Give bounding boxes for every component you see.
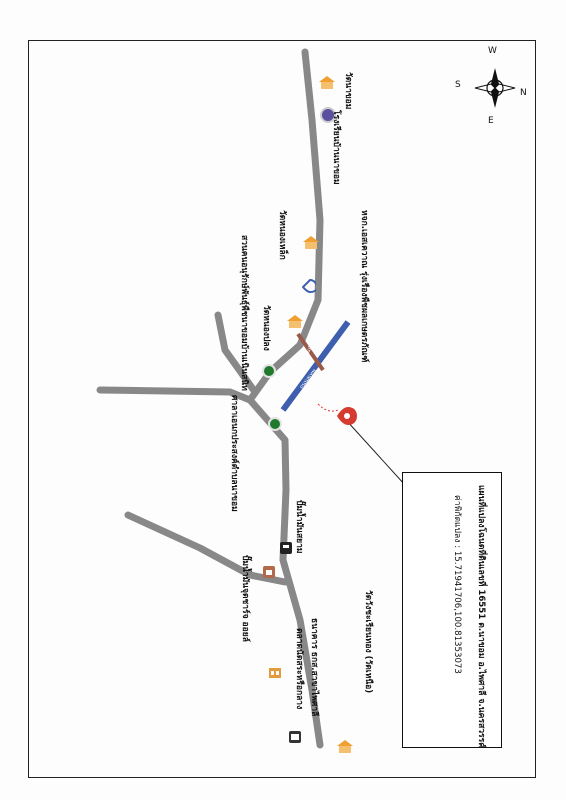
- label-gas-station: ปั๊มน้ำมันสยาม: [294, 500, 304, 554]
- school-icon: [320, 107, 336, 123]
- temple-icon: [287, 315, 303, 328]
- map-frame: [28, 40, 536, 778]
- label-school: โรงเรียนบ้านนาขอม: [331, 110, 341, 185]
- label-market: ตลาดนัดสระหรือกลาง: [294, 628, 304, 710]
- road-southwest: [124, 511, 289, 586]
- compass-rose-icon: [474, 68, 516, 108]
- compass-n: N: [520, 88, 527, 98]
- temple-icon: [337, 740, 353, 753]
- shop-icon: [263, 566, 275, 578]
- compass-s: S: [455, 80, 461, 90]
- info-box: แผนที่แปลงโฉนดที่ดินเลขที่ 16551 ต.นาขอม…: [402, 472, 502, 748]
- label-clinic: สวนคนอนุรักษ์พันธุ์พืชนาขอมบ้านเนินสนิท: [239, 235, 249, 391]
- road-brown: [296, 332, 325, 372]
- market-icon: [289, 731, 301, 743]
- label-wat-nong-lek: วัดหนองเหล็ก: [277, 210, 287, 260]
- gas-station-icon: [280, 542, 292, 554]
- compass-e: E: [488, 116, 494, 126]
- arrow-dash: [317, 403, 339, 412]
- temple-icon: [319, 76, 335, 89]
- road-blue: [280, 320, 351, 412]
- temple-icon: [303, 236, 319, 249]
- label-shop: ปั๊มน้ำมันจุดชาร์จ ออยล์: [240, 555, 250, 642]
- road-main-south: [246, 396, 324, 749]
- bank-icon: [269, 668, 281, 678]
- compass-w: W: [488, 46, 497, 56]
- info-coord: ค่าพิกัดแปลง : 15.71941706,100.81353073: [452, 495, 462, 674]
- office-icon: [268, 417, 282, 431]
- label-wat-nong-chang: วัดหนองปลง: [261, 305, 271, 351]
- label-bank: ธนาคาร ธกส.สาขาไพศาลี: [309, 618, 319, 717]
- tree-icon: [262, 364, 276, 378]
- info-title: แผนที่แปลงโฉนดที่ดินเลขที่ 16551 ต.นาขอม…: [476, 485, 486, 749]
- road-west: [96, 386, 254, 404]
- road-northwest: [214, 311, 259, 396]
- label-wat-temple: วัดวังชะเรียนทอง (วัดเหนือ): [363, 590, 373, 694]
- pointer-line: [345, 419, 406, 486]
- location-pin-icon: [337, 407, 357, 425]
- map-marker-icon: [302, 278, 316, 294]
- label-pharmacy: หจก.เอสเควาณ รุ่งเรืองพืชผลเกษตรภัณฑ์: [359, 210, 369, 363]
- label-wat-na-khom: วัดนาขอม: [343, 72, 353, 110]
- label-district-office: ศาลาเอนกประสงค์ตำบลนาขอม: [229, 395, 239, 512]
